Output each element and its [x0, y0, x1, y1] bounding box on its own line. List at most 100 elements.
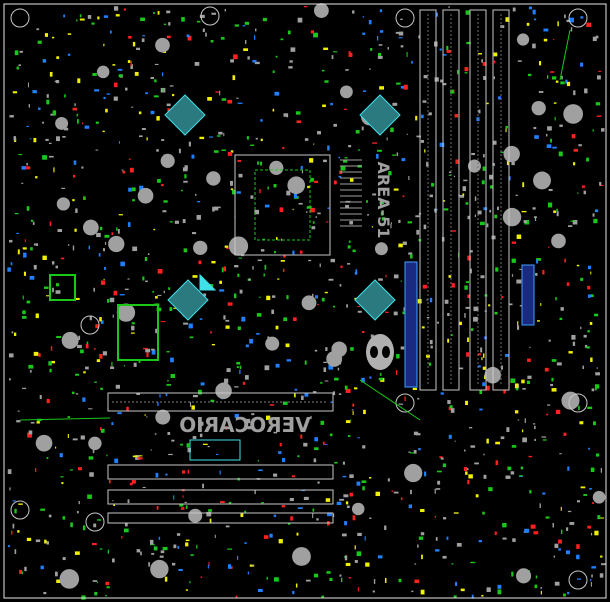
component-pad [303, 6, 308, 8]
component-pad [590, 581, 592, 587]
component-pad [95, 149, 99, 151]
component-pad [95, 121, 99, 124]
super-io-chip[interactable] [117, 304, 159, 361]
component-pad [598, 70, 602, 72]
dimm-slots[interactable] [419, 9, 510, 391]
component-pad [555, 409, 561, 415]
component-pad [583, 334, 587, 338]
component-pad [459, 195, 465, 198]
component-pad [563, 432, 567, 436]
component-pad [315, 216, 318, 218]
component-pad [354, 272, 358, 275]
component-pad [435, 537, 438, 541]
component-pad [510, 378, 516, 383]
component-pad [384, 525, 387, 530]
component-pad [238, 173, 243, 178]
component-pad [516, 325, 520, 330]
component-pad [537, 320, 540, 322]
component-pad [77, 78, 81, 84]
component-pad [174, 220, 179, 224]
component-pad [566, 19, 570, 23]
pcie-slots[interactable] [107, 392, 334, 524]
component-pad [521, 429, 524, 433]
component-pad [495, 267, 499, 272]
capacitor [206, 171, 221, 186]
capacitor [351, 502, 365, 516]
component-pad [72, 438, 78, 441]
component-pad [422, 100, 427, 103]
component-pad [311, 226, 316, 230]
component-pad [61, 187, 66, 189]
component-pad [153, 95, 159, 98]
component-pad [464, 285, 468, 290]
component-pad [227, 99, 233, 104]
memory-connector [521, 264, 535, 326]
component-pad [294, 388, 298, 391]
component-pad [548, 188, 553, 191]
cpu-socket[interactable] [234, 154, 362, 256]
component-pad [22, 295, 24, 300]
component-pad [73, 160, 77, 165]
component-pad [498, 96, 501, 100]
component-pad [188, 323, 193, 329]
component-pad [345, 69, 349, 71]
component-pad [172, 93, 175, 97]
component-pad [291, 475, 295, 478]
component-pad [361, 480, 367, 484]
component-pad [378, 44, 383, 46]
component-pad [239, 289, 243, 294]
capacitor [188, 508, 203, 523]
component-pad [48, 155, 54, 158]
component-pad [321, 595, 325, 599]
component-pad [43, 591, 47, 595]
component-pad [418, 35, 421, 39]
component-pad [227, 548, 233, 550]
component-pad [100, 320, 104, 324]
component-pad [106, 586, 110, 589]
component-pad [208, 561, 210, 566]
component-pad [182, 167, 188, 172]
component-pad [48, 142, 52, 145]
component-pad [421, 326, 425, 329]
component-pad [377, 149, 382, 152]
controller-chip[interactable] [49, 274, 76, 301]
component-pad [348, 52, 353, 57]
component-pad [312, 391, 317, 393]
capacitor [313, 3, 329, 18]
component-pad [22, 247, 27, 250]
component-pad [164, 576, 168, 582]
component-pad [451, 283, 455, 288]
component-pad [211, 260, 216, 264]
component-pad [546, 75, 549, 79]
component-pad [558, 548, 561, 551]
component-pad [280, 238, 283, 241]
component-pad [55, 290, 61, 294]
component-pad [18, 503, 23, 505]
component-pad [105, 581, 110, 586]
component-pad [465, 202, 469, 205]
component-pad [454, 440, 456, 442]
component-pad [467, 215, 471, 220]
component-pad [355, 269, 358, 273]
component-pad [553, 210, 556, 214]
component-pad [340, 577, 343, 583]
component-pad [471, 152, 476, 156]
component-pad [266, 576, 268, 580]
component-pad [111, 361, 113, 367]
component-pad [173, 307, 177, 309]
component-pad [380, 211, 384, 216]
component-pad [88, 408, 93, 410]
component-pad [85, 366, 89, 370]
component-pad [325, 347, 328, 351]
component-pad [379, 201, 384, 205]
component-pad [223, 315, 226, 320]
component-pad [552, 522, 554, 528]
component-pad [368, 20, 372, 25]
component-pad [480, 347, 483, 353]
component-pad [580, 326, 582, 330]
component-pad [123, 528, 129, 533]
component-pad [375, 491, 381, 497]
component-pad [402, 311, 405, 315]
